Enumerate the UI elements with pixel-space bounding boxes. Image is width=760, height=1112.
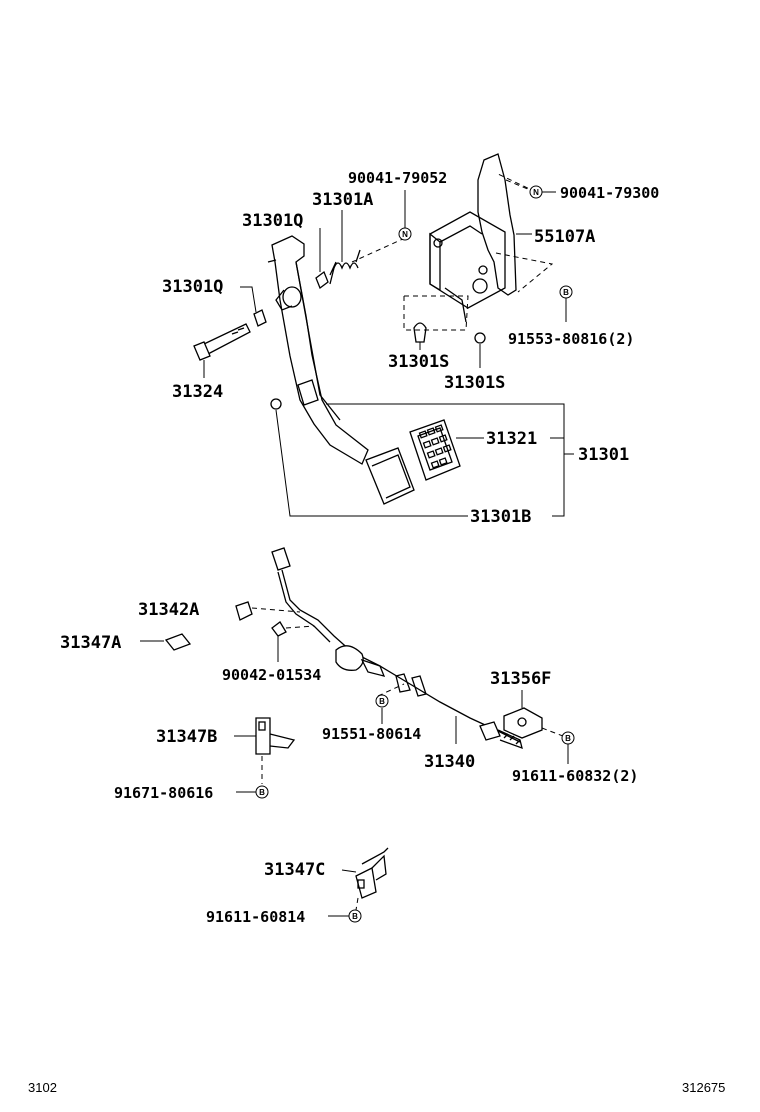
- pedal-arm-drawing: [267, 235, 415, 505]
- label-90042-01534: 90042-01534: [222, 666, 321, 684]
- label-91611-60832: 91611-60832(2): [512, 767, 638, 785]
- cable-clamp-c-drawing: [355, 847, 389, 899]
- footer-figure-code: 312675: [682, 1080, 725, 1095]
- marker-n: N: [533, 188, 539, 197]
- label-31347C: 31347C: [264, 860, 325, 880]
- spring-clip-drawing: [315, 270, 329, 290]
- label-90041-79300: 90041-79300: [560, 184, 659, 202]
- clutch-cable-drawing: [271, 547, 523, 750]
- cable-grommet-drawing: [235, 601, 253, 621]
- label-31301S-b: 31301S: [444, 373, 505, 393]
- cable-bracket-drawing: [503, 707, 543, 739]
- label-91611-60814: 91611-60814: [206, 908, 305, 926]
- pivot-bolt-drawing: [193, 323, 251, 361]
- pedal-bracket-drawing: [403, 153, 554, 331]
- label-90041-79052: 90041-79052: [348, 169, 447, 187]
- clevis-nut-drawing: [270, 398, 282, 410]
- marker-b: B: [379, 697, 385, 706]
- label-31301: 31301: [578, 445, 629, 465]
- return-spring-drawing: [329, 249, 361, 285]
- bushing-drawing: [253, 309, 267, 327]
- label-31301Q-top: 31301Q: [242, 211, 303, 231]
- label-31321: 31321: [486, 429, 537, 449]
- marker-b: B: [565, 734, 571, 743]
- clutch-cable-group: B B B B 31342A 31347A 90042-01534 31356F…: [60, 547, 638, 926]
- label-31301Q-left: 31301Q: [162, 277, 223, 297]
- label-91551-80614: 91551-80614: [322, 725, 421, 743]
- label-91671-80616: 91671-80616: [114, 784, 213, 802]
- marker-b: B: [563, 288, 569, 297]
- marker-n: N: [402, 230, 408, 239]
- stopper-nut-drawing: [474, 332, 486, 344]
- cable-clamp-b-drawing: [255, 717, 296, 755]
- label-31347B: 31347B: [156, 727, 217, 747]
- stopper-bumper-drawing: [413, 322, 427, 343]
- pedal-assembly-group: N N B 90041-79052 31301A 31301Q 31301Q 3…: [162, 153, 659, 527]
- marker-b: B: [259, 788, 265, 797]
- pedal-pad-drawing: [409, 419, 461, 481]
- label-31301A: 31301A: [312, 190, 373, 210]
- label-31347A: 31347A: [60, 633, 121, 653]
- cable-clamp-a-drawing: [164, 633, 192, 651]
- label-91553-80816: 91553-80816(2): [508, 330, 634, 348]
- cable-clip-drawing: [271, 621, 287, 637]
- label-31324: 31324: [172, 382, 223, 402]
- label-55107A: 55107A: [534, 227, 595, 247]
- label-31301S-a: 31301S: [388, 352, 449, 372]
- label-31342A: 31342A: [138, 600, 199, 620]
- label-31340: 31340: [424, 752, 475, 772]
- marker-b: B: [352, 912, 358, 921]
- footer-page-code: 3102: [28, 1080, 57, 1095]
- label-31301B: 31301B: [470, 507, 531, 527]
- label-31356F: 31356F: [490, 669, 551, 689]
